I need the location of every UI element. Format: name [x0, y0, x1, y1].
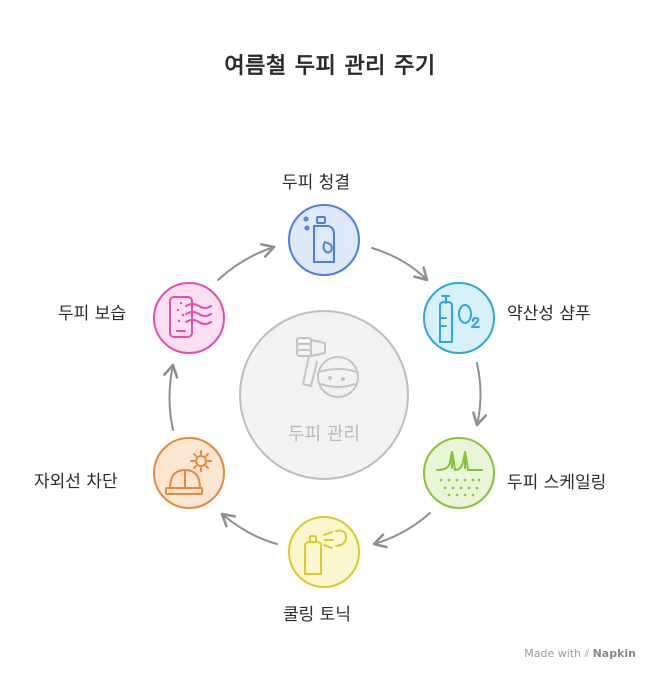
step-label-5: 자외선 차단 [34, 472, 118, 492]
step-label-2: 약산성 샴푸 [507, 304, 591, 324]
mist-dots [176, 301, 185, 323]
detergent-bottle-icon [303, 216, 335, 263]
watermark: Made with ⫽ Napkin [524, 647, 636, 660]
step-node-6 [153, 282, 225, 354]
step-node-1 [288, 204, 360, 276]
spray-bottle-icon [304, 529, 347, 575]
arrow-5-to-6 [163, 363, 179, 431]
scalp-dots [439, 478, 481, 497]
arrow-1-to-2 [371, 247, 429, 282]
step-label-4: 쿨링 토닉 [283, 605, 351, 625]
arrow-6-to-1 [217, 243, 276, 281]
hair-follicle-icon [436, 451, 483, 471]
cycle-arrows [163, 243, 488, 549]
hard-hat-gear-icon [165, 450, 212, 495]
center-label: 두피 관리 [288, 424, 360, 445]
center-circle [239, 310, 409, 480]
step-label-6: 두피 보습 [58, 304, 126, 324]
hair-dryer-head-icon [296, 337, 359, 398]
phone-waves-icon [169, 296, 212, 338]
napkin-logo-icon: ⫽ [584, 649, 590, 660]
watermark-brand: Napkin [592, 647, 636, 660]
watermark-prefix: Made with [524, 647, 582, 660]
step-node-4 [288, 516, 360, 588]
step-label-1: 두피 청결 [282, 173, 350, 193]
step-node-5 [153, 437, 225, 509]
arrow-3-to-4 [372, 512, 431, 549]
step-node-2 [423, 282, 495, 354]
arrow-2-to-3 [472, 362, 488, 427]
page-title: 여름철 두피 관리 주기 [224, 54, 436, 79]
arrow-4-to-5 [220, 512, 278, 545]
step-label-3: 두피 스케일링 [507, 473, 607, 493]
bottle-oxygen-icon [439, 295, 480, 343]
step-node-3 [423, 437, 495, 509]
